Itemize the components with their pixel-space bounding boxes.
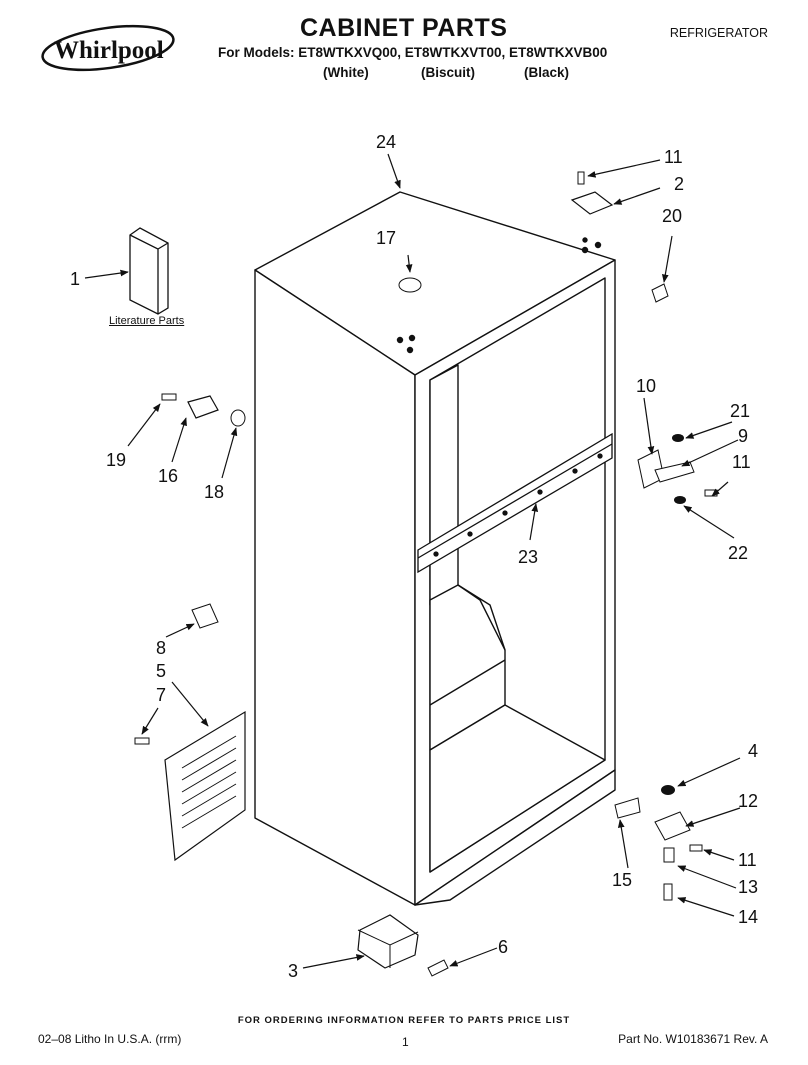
callout-2: 2 bbox=[674, 174, 684, 194]
literature-packet bbox=[129, 227, 169, 315]
top-hinge bbox=[570, 191, 614, 215]
ordering-note: FOR ORDERING INFORMATION REFER TO PARTS … bbox=[237, 1015, 571, 1026]
top-hinge-screw bbox=[577, 171, 585, 185]
brand-text: Whirlpool bbox=[54, 37, 164, 64]
page-number: 1 bbox=[402, 1035, 409, 1049]
center-hinge-washer-bottom bbox=[674, 496, 686, 504]
hinge-pin bbox=[663, 847, 675, 863]
page-title: CABINET PARTS bbox=[300, 14, 508, 42]
hinge-shim bbox=[614, 797, 641, 819]
appliance-category: REFRIGERATOR bbox=[669, 26, 768, 40]
callout-10: 10 bbox=[636, 376, 656, 396]
callout-12: 12 bbox=[738, 791, 758, 811]
literature-parts-label: Literature Parts bbox=[109, 315, 185, 327]
callout-11-center: 11 bbox=[732, 452, 751, 472]
leveling-leg bbox=[357, 914, 419, 969]
color-biscuit: (Biscuit) bbox=[421, 65, 475, 80]
bottom-hinge-washer bbox=[661, 785, 675, 795]
center-hinge bbox=[654, 461, 695, 483]
litho-info: 02–08 Litho In U.S.A. (rrm) bbox=[38, 1032, 182, 1046]
callout-1: 1 bbox=[70, 269, 80, 289]
callout-11-top: 11 bbox=[664, 147, 683, 167]
callout-6: 6 bbox=[498, 937, 508, 957]
center-mullion bbox=[417, 432, 613, 574]
cabinet bbox=[254, 191, 616, 906]
panel-screw bbox=[134, 737, 150, 745]
whirlpool-logo: Whirlpool bbox=[41, 24, 175, 72]
color-black: (Black) bbox=[524, 65, 570, 80]
callout-16: 16 bbox=[158, 466, 178, 486]
callout-3: 3 bbox=[288, 961, 298, 981]
color-white: (White) bbox=[323, 65, 369, 80]
callout-22: 22 bbox=[728, 543, 748, 563]
center-hinge-washer-top bbox=[672, 434, 684, 442]
callout-4: 4 bbox=[748, 741, 758, 761]
callout-15: 15 bbox=[612, 870, 632, 890]
callout-21: 21 bbox=[730, 401, 750, 421]
bottom-hinge-screw bbox=[663, 883, 673, 901]
cabinet-top-plug bbox=[398, 277, 422, 293]
leveling-spring bbox=[427, 959, 449, 977]
door-stop bbox=[187, 395, 219, 419]
door-stop-screw bbox=[161, 393, 177, 401]
part-number: Part No. W10183671 Rev. A bbox=[618, 1032, 768, 1046]
callout-7: 7 bbox=[156, 685, 166, 705]
callout-13: 13 bbox=[738, 877, 758, 897]
callout-20: 20 bbox=[662, 206, 682, 226]
callout-9: 9 bbox=[738, 426, 748, 446]
bottom-hinge-bolt bbox=[689, 844, 703, 852]
callout-24: 24 bbox=[376, 132, 396, 152]
models-line: For Models: ET8WTKXVQ00, ET8WTKXVT00, ET… bbox=[218, 45, 608, 60]
cabinet-left-side bbox=[254, 269, 416, 906]
callout-11-bottom: 11 bbox=[738, 850, 757, 870]
callout-8: 8 bbox=[156, 638, 166, 658]
callout-19: 19 bbox=[106, 450, 126, 470]
clip-bracket bbox=[191, 603, 219, 629]
callout-14: 14 bbox=[738, 907, 758, 927]
bottom-hinge bbox=[654, 811, 691, 841]
callout-18: 18 bbox=[204, 482, 224, 502]
door-stop-bushing bbox=[230, 409, 246, 427]
rear-access-panel bbox=[164, 710, 246, 862]
hinge-cap bbox=[651, 283, 669, 303]
callout-23: 23 bbox=[518, 547, 538, 567]
callout-17: 17 bbox=[376, 228, 396, 248]
callout-5: 5 bbox=[156, 661, 166, 681]
